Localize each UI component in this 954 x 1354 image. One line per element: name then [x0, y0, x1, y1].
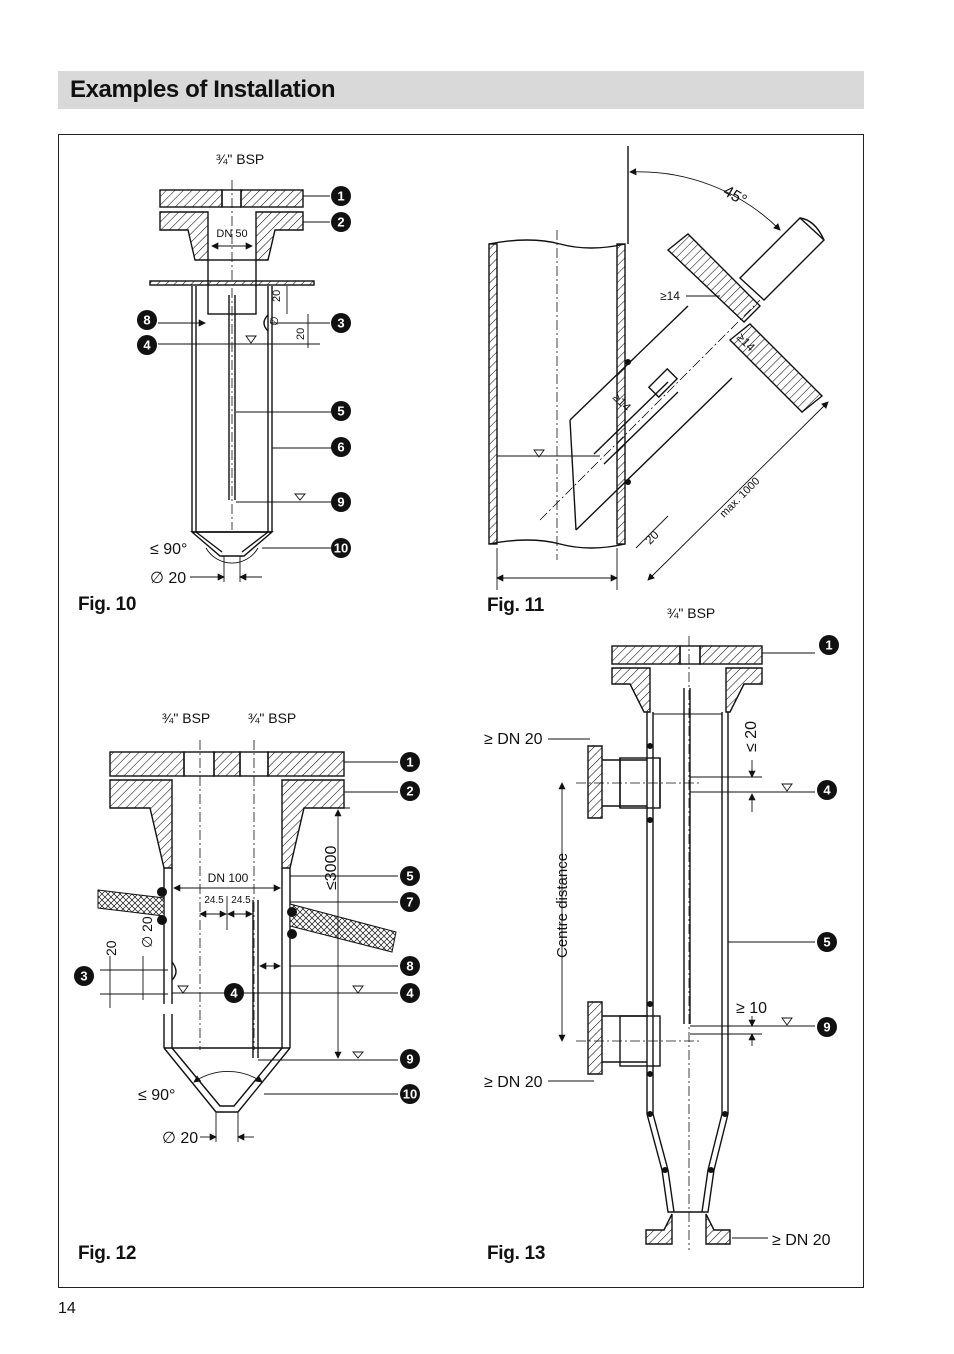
fig12-dim-20: 20	[103, 940, 119, 956]
fig13-drawing: ¾" BSP ≥ DN 20 ≥	[484, 605, 831, 1250]
fig10-callout-9: 9	[331, 492, 351, 512]
svg-text:3: 3	[80, 969, 87, 984]
fig12-dim-24-5-a: 24.5	[204, 895, 224, 906]
fig12-dn-label: DN 100	[208, 871, 249, 885]
svg-text:5: 5	[337, 404, 344, 419]
fig10-callouts: 1 2 3 8 4 5 6 9 10	[137, 186, 351, 558]
svg-text:4: 4	[406, 986, 414, 1001]
svg-text:5: 5	[823, 935, 830, 950]
fig10-callout-1: 1	[331, 186, 351, 206]
fig13-dn20-mid: ≥ DN 20	[484, 1074, 543, 1091]
svg-text:7: 7	[406, 895, 413, 910]
fig12-callout-4: 4	[400, 983, 420, 1003]
fig12-label: Fig. 12	[78, 1243, 137, 1264]
fig11-ge14-b: ≥14	[610, 390, 634, 414]
svg-text:8: 8	[143, 313, 150, 328]
fig11-ge14-a: ≥14	[660, 289, 680, 303]
fig13-centre-distance: Centre distance	[554, 853, 571, 958]
fig12-bsp-right: ¾" BSP	[248, 710, 297, 726]
svg-text:8: 8	[406, 959, 413, 974]
fig11-drawing: 45° max. 1000 20 ≥14 ≥14 ≥14	[488, 146, 829, 590]
fig12-callout-3: 3	[74, 966, 94, 986]
fig11-angle: 45°	[720, 183, 749, 210]
fig12-callout-9: 9	[400, 1049, 420, 1069]
fig12-drawing: ¾" BSP ¾" BSP DN 100	[97, 710, 398, 1147]
svg-text:10: 10	[334, 541, 348, 556]
svg-text:9: 9	[406, 1052, 413, 1067]
fig13-callout-9: 9	[817, 1017, 837, 1037]
header-bar: Examples of Installation	[58, 71, 864, 109]
figure-frame	[58, 134, 864, 1288]
fig11-dim-20: 20	[642, 528, 662, 548]
fig12-callout-5: 5	[400, 866, 420, 886]
fig13-callout-5: 5	[817, 932, 837, 952]
svg-text:10: 10	[403, 1087, 417, 1102]
svg-text:1: 1	[825, 638, 832, 653]
fig10-callout-6: 6	[331, 437, 351, 457]
svg-text:2: 2	[337, 215, 344, 230]
fig12-dia-20: ∅ 20	[139, 916, 155, 948]
fig13-le-20: ≤ 20	[743, 721, 760, 752]
fig10-label: Fig. 10	[78, 594, 137, 615]
fig13-callouts: 1 4 5 9	[817, 635, 839, 1037]
fig11-max-1000: max. 1000	[718, 475, 763, 520]
fig12-angle: ≤ 90°	[138, 1087, 175, 1104]
fig12-le-3000: ≤3000	[323, 846, 340, 890]
svg-text:4: 4	[230, 986, 238, 1001]
svg-text:1: 1	[406, 755, 413, 770]
fig12-callout-7: 7	[400, 892, 420, 912]
svg-text:9: 9	[337, 495, 344, 510]
fig11-label: Fig. 11	[487, 595, 545, 616]
svg-text:9: 9	[823, 1020, 830, 1035]
fig12-callout-10: 10	[400, 1084, 420, 1104]
fig10-angle: ≤ 90°	[150, 541, 187, 558]
fig13-dn20-bottom: ≥ DN 20	[772, 1232, 831, 1249]
fig12-bottom-dia: ∅ 20	[162, 1130, 198, 1147]
fig12-dim-24-5-b: 24.5	[231, 895, 251, 906]
fig13-ge-10: ≥ 10	[736, 1000, 767, 1017]
fig10-callout-4: 4	[137, 335, 157, 355]
fig10-dn-label: DN 50	[216, 228, 247, 240]
svg-text:3: 3	[337, 316, 344, 331]
fig12-callout-1: 1	[400, 752, 420, 772]
fig12-callout-8: 8	[400, 956, 420, 976]
fig12-callouts: 1 2 5 7 8 4 4 9 10 3	[74, 752, 420, 1104]
svg-text:4: 4	[143, 338, 151, 353]
fig10-drawing: ¾" BSP DN 50 ∅ 20 20	[149, 151, 335, 587]
svg-text:6: 6	[337, 440, 344, 455]
svg-text:1: 1	[337, 189, 344, 204]
fig13-callout-1: 1	[819, 635, 839, 655]
fig13-bsp-label: ¾" BSP	[667, 605, 716, 621]
fig13-label: Fig. 13	[487, 1243, 546, 1264]
svg-text:2: 2	[406, 784, 413, 799]
fig10-bottom-dia: ∅ 20	[150, 570, 186, 587]
fig10-callout-8: 8	[137, 310, 157, 330]
svg-text:5: 5	[406, 869, 413, 884]
fig10-callout-5: 5	[331, 401, 351, 421]
fig10-callout-10: 10	[331, 538, 351, 558]
fig10-callout-3: 3	[331, 313, 351, 333]
fig10-dia-symbol: ∅	[269, 316, 281, 326]
page-title: Examples of Installation	[70, 76, 336, 103]
fig10-dim-20b: 20	[295, 328, 307, 340]
fig12-bsp-left: ¾" BSP	[162, 710, 211, 726]
fig13-dn20-top: ≥ DN 20	[484, 731, 543, 748]
fig10-callout-2: 2	[331, 212, 351, 232]
fig10-dim-20a: 20	[271, 290, 283, 302]
page-number: 14	[58, 1300, 76, 1317]
fig12-callout-4-inner: 4	[224, 983, 244, 1003]
fig10-bsp-label: ¾" BSP	[216, 151, 265, 167]
svg-text:4: 4	[823, 783, 831, 798]
fig13-callout-4: 4	[817, 780, 837, 800]
fig12-callout-2: 2	[400, 781, 420, 801]
